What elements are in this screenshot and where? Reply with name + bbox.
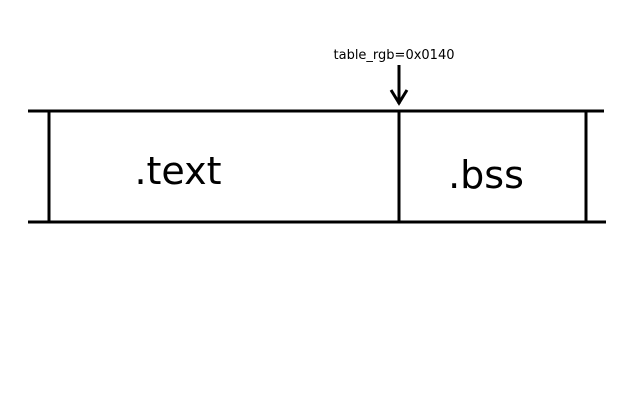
section-label-text: .text — [134, 149, 221, 193]
pointer-label: table_rgb=0x0140 — [334, 48, 455, 63]
down-arrow-icon — [389, 65, 409, 106]
section-label-bss: .bss — [448, 153, 524, 197]
